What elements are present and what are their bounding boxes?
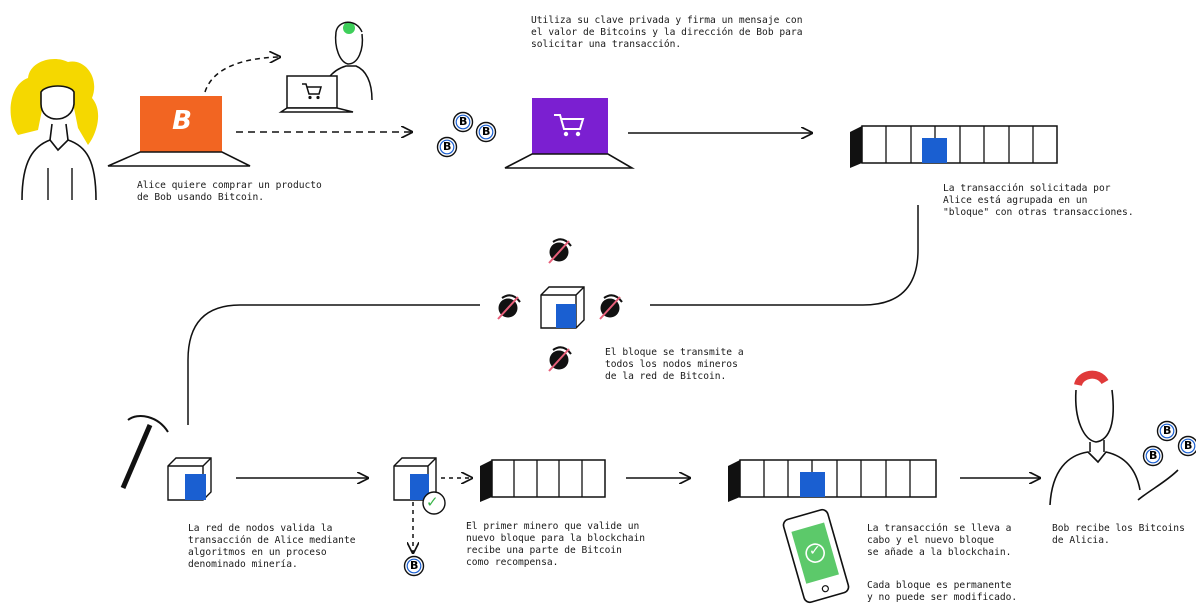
bitcoin-logo-icon: B (172, 106, 192, 136)
coin-glyph: B (459, 115, 468, 128)
coin-glyph: B (1163, 424, 1172, 437)
reward-cube (393, 457, 446, 515)
bob-figure (1049, 370, 1179, 506)
caption-first-miner: El primer minero que valide un nuevo blo… (466, 521, 646, 568)
cart-icon-large (553, 112, 585, 138)
check-icon: ✓ (426, 493, 439, 511)
network-connector (187, 205, 919, 425)
coin-glyph: B (1149, 449, 1158, 462)
caption-grouped-block: La transacción solicitada por Alice está… (943, 183, 1134, 218)
caption-broadcast: El bloque se transmite a todos los nodos… (605, 347, 744, 382)
coin-glyph: B (482, 125, 491, 138)
dashed-curve-arrow (204, 57, 280, 93)
caption-validation: La red de nodos valida la transacción de… (188, 523, 356, 570)
caption-bob-receives: Bob recibe los Bitcoins de Alicia. (1052, 523, 1185, 546)
caption-sign-message: Utiliza su clave privada y firma un mens… (531, 15, 803, 50)
alice-figure (10, 58, 99, 201)
central-cube (540, 286, 585, 329)
coin-glyph: B (443, 140, 452, 153)
laptop-purple (504, 98, 635, 169)
caption-completed: La transacción se lleva a cabo y el nuev… (867, 523, 1012, 558)
transaction-block (850, 125, 1058, 168)
phone-icon (782, 508, 850, 604)
caption-alice-wants: Alice quiere comprar un producto de Bob … (137, 180, 322, 203)
pickaxe-icon (120, 415, 169, 489)
coin-glyph: B (1184, 439, 1193, 452)
validation-cube (167, 457, 212, 501)
blockchain-short (480, 459, 606, 502)
coin-glyph: B (410, 559, 419, 572)
blockchain-full (728, 459, 937, 502)
laptop-orange (107, 96, 251, 167)
cart-icon (301, 82, 323, 100)
seller-figure (278, 21, 373, 113)
phone-check-icon: ✓ (809, 543, 821, 559)
caption-permanent: Cada bloque es permanente y no puede ser… (867, 580, 1018, 603)
